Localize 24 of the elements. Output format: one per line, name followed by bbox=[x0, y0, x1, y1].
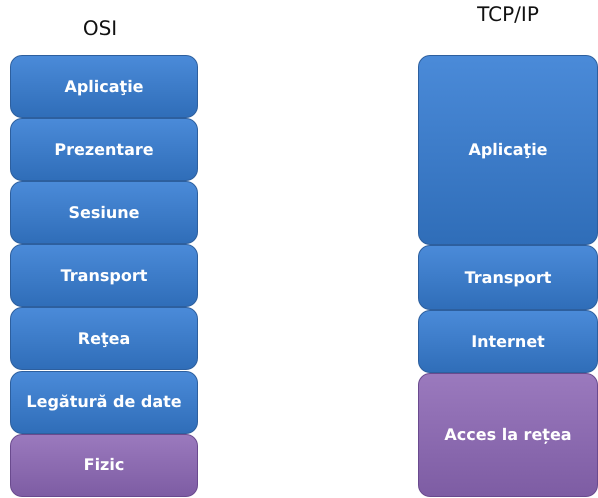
layer-name: Legătură de date bbox=[25, 392, 183, 412]
layer-box bbox=[10, 55, 198, 118]
layer-box bbox=[10, 370, 198, 434]
layer-box bbox=[418, 245, 598, 310]
layer-name: Sesiune bbox=[67, 202, 140, 223]
layer-box bbox=[418, 55, 598, 245]
layer-box bbox=[10, 434, 198, 497]
layer-name: Reţea bbox=[76, 328, 132, 349]
model-heading: OSI bbox=[82, 16, 118, 40]
layer-name: Aplicaţie bbox=[63, 76, 145, 97]
layer-name: Transport bbox=[60, 266, 148, 286]
layer-name: Aplicaţie bbox=[467, 140, 549, 160]
layer-name: Internet bbox=[470, 332, 546, 352]
layer-box bbox=[10, 118, 198, 182]
layer-name: Transport bbox=[464, 268, 552, 288]
layer-name: Fizic bbox=[82, 455, 126, 476]
layer-box bbox=[10, 307, 198, 370]
layer-name: Acces la rețea bbox=[443, 425, 573, 445]
model-heading: TCP/IP bbox=[476, 2, 540, 26]
layer-name: Prezentare bbox=[53, 140, 155, 160]
layer-box bbox=[418, 310, 598, 373]
layer-box bbox=[10, 244, 198, 308]
layer-box bbox=[418, 373, 598, 497]
layer-box bbox=[10, 181, 198, 244]
